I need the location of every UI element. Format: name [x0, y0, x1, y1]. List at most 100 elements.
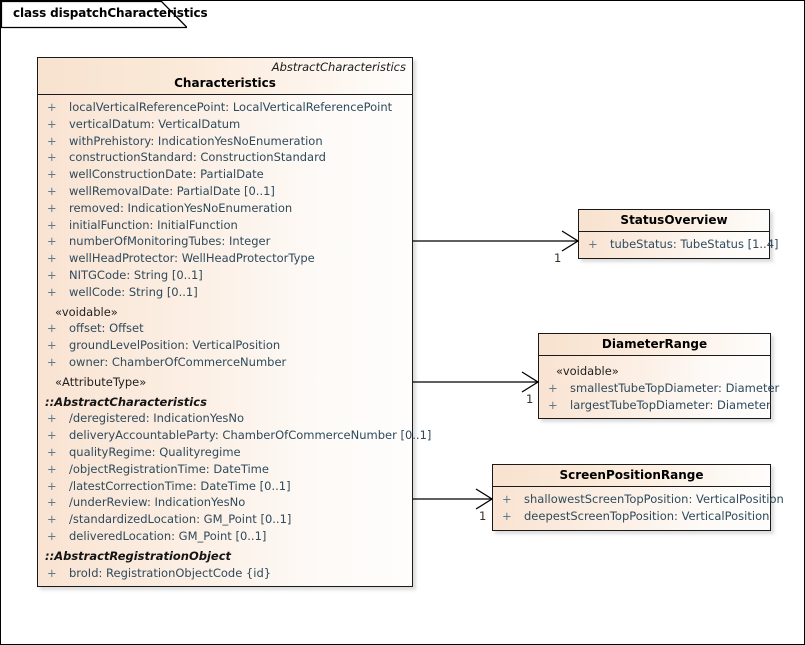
- inherited-section-row: ::AbstractRegistrationObject: [45, 548, 232, 563]
- class-characteristics[interactable]: AbstractCharacteristics Characteristics …: [37, 57, 431, 588]
- attribute-signature: initialFunction: InitialFunction: [69, 217, 238, 232]
- attribute-visibility: +: [47, 150, 57, 165]
- attribute-visibility: +: [47, 528, 57, 543]
- class-diameterrange[interactable]: DiameterRange «voidable» +smallestTubeTop…: [538, 333, 779, 420]
- class-screenpositionrange-header: ScreenPositionRange: [493, 465, 770, 487]
- attribute-visibility: +: [548, 380, 558, 395]
- attribute-row[interactable]: + deepestScreenTopPosition: VerticalPosit…: [493, 508, 770, 525]
- class-characteristics-attributes: + localVerticalReferencePoint: LocalVerti…: [38, 95, 431, 586]
- attribute-signature: numberOfMonitoringTubes: Integer: [69, 234, 271, 249]
- class-diameterrange-attributes: «voidable» +smallestTubeTopDiameter: Diam…: [539, 356, 779, 418]
- attribute-signature: deliveredLocation: GM_Point [0..1]: [69, 528, 267, 543]
- connector-characteristics-to-screenpositionrange: [413, 488, 494, 510]
- attribute-visibility: +: [47, 512, 57, 527]
- attribute-signature: offset: Offset: [69, 321, 144, 336]
- attribute-row[interactable]: +removed: IndicationYesNoEnumeration: [38, 200, 412, 217]
- connector-characteristics-to-diameterrange: [413, 371, 540, 393]
- attribute-row[interactable]: +verticalDatum: VerticalDatum: [38, 116, 412, 133]
- attribute-row[interactable]: +groundLevelPosition: VerticalPosition: [38, 337, 412, 354]
- attribute-row[interactable]: +tubeStatus: TubeStatus [1..4]: [579, 236, 779, 253]
- class-characteristics-header: AbstractCharacteristics Characteristics: [38, 58, 412, 95]
- attribute-row[interactable]: + initialFunction: InitialFunction: [38, 217, 412, 234]
- class-diameterrange-header: DiameterRange: [539, 334, 770, 356]
- stereotype-row: «voidable»: [556, 364, 619, 378]
- attribute-row[interactable]: +owner: ChamberOfCommerceNumber: [38, 354, 412, 371]
- attribute-row[interactable]: + /objectRegistrationTime: DateTime: [38, 461, 412, 478]
- attribute-row[interactable]: + qualityRegime: Qualityregime: [38, 444, 412, 461]
- attribute-row[interactable]: +deliveryAccountableParty: ChamberOfComm…: [38, 427, 431, 444]
- attribute-row[interactable]: + deliveredLocation: GM_Point [0..1]: [38, 528, 412, 545]
- attribute-row[interactable]: + NITGCode: String [0..1]: [38, 267, 412, 284]
- attribute-row[interactable]: + wellHeadProtector: WellHeadProtectorTyp…: [38, 250, 412, 267]
- attribute-visibility: +: [47, 251, 57, 266]
- attribute-row[interactable]: + /deregistered: IndicationYesNo: [38, 410, 412, 427]
- attribute-visibility: +: [47, 565, 57, 580]
- attribute-signature: /underReview: IndicationYesNo: [69, 495, 246, 510]
- attribute-row[interactable]: +/underReview: IndicationYesNo: [38, 494, 412, 511]
- attribute-row[interactable]: + /standardizedLocation: GM_Point [0..1]: [38, 511, 412, 528]
- attribute-visibility: +: [47, 321, 57, 336]
- attribute-signature: broId: RegistrationObjectCode {id}: [69, 565, 272, 580]
- stereotype-row: «AttributeType»: [55, 374, 147, 389]
- attribute-signature: removed: IndicationYesNoEnumeration: [69, 200, 293, 215]
- class-screenpositionrange[interactable]: ScreenPositionRange + shallowestScreenTop…: [492, 464, 784, 531]
- attribute-row[interactable]: + constructionStandard: ConstructionStand…: [38, 149, 412, 166]
- attribute-row[interactable]: + broId: RegistrationObjectCode {id}: [38, 565, 412, 582]
- attribute-row[interactable]: +smallestTubeTopDiameter: Diameter: [539, 380, 779, 397]
- connector-characteristics-to-statusoverview: [413, 230, 580, 252]
- attribute-visibility: +: [47, 444, 57, 459]
- class-statusoverview[interactable]: StatusOverview +tubeStatus: TubeStatus […: [578, 209, 779, 259]
- attribute-signature: wellConstructionDate: PartialDate: [69, 167, 264, 182]
- attribute-signature: shallowestScreenTopPosition: VerticalPos…: [524, 492, 784, 506]
- attribute-row[interactable]: +/latestCorrectionTime: DateTime [0..1]: [38, 478, 412, 495]
- attribute-visibility: +: [47, 411, 57, 426]
- attribute-row[interactable]: +shallowestScreenTopPosition: VerticalPo…: [493, 491, 784, 508]
- inherited-section-row: ::AbstractCharacteristics: [45, 394, 207, 409]
- multiplicity-diameterrange: 1: [526, 392, 534, 406]
- attribute-signature: /objectRegistrationTime: DateTime: [69, 461, 269, 476]
- stereotype-row: «voidable»: [55, 304, 118, 319]
- attribute-signature: deliveryAccountableParty: ChamberOfComme…: [69, 428, 432, 443]
- diagram-title-tab: class dispatchCharacteristics: [1, 1, 208, 29]
- attribute-visibility: +: [47, 234, 57, 249]
- class-screenpositionrange-attributes: + shallowestScreenTopPosition: VerticalPo…: [493, 487, 784, 530]
- attribute-visibility: +: [47, 267, 57, 282]
- attribute-visibility: +: [47, 284, 57, 299]
- attribute-row[interactable]: + offset: Offset: [38, 320, 412, 337]
- multiplicity-screenpositionrange: 1: [479, 509, 487, 523]
- attribute-signature: wellRemovalDate: PartialDate [0..1]: [69, 183, 275, 198]
- attribute-visibility: +: [548, 397, 558, 412]
- attribute-signature: wellHeadProtector: WellHeadProtectorType: [69, 251, 315, 266]
- attribute-row[interactable]: + numberOfMonitoringTubes: Integer: [38, 233, 412, 250]
- attribute-visibility: +: [588, 237, 598, 251]
- attribute-row[interactable]: + wellRemovalDate: PartialDate [0..1]: [38, 183, 412, 200]
- class-characteristics-qualifier: AbstractCharacteristics: [271, 60, 406, 74]
- class-screenpositionrange-name: ScreenPositionRange: [559, 468, 704, 482]
- attribute-row[interactable]: + wellConstructionDate: PartialDate: [38, 166, 412, 183]
- attribute-row[interactable]: +withPrehistory: IndicationYesNoEnumerat…: [38, 133, 412, 150]
- multiplicity-statusoverview: 1: [554, 251, 562, 265]
- attribute-signature: qualityRegime: Qualityregime: [69, 444, 241, 459]
- attribute-row[interactable]: +localVerticalReferencePoint: LocalVerti…: [38, 99, 412, 116]
- attribute-visibility: +: [502, 508, 512, 523]
- attribute-row[interactable]: +wellCode: String [0..1]: [38, 284, 412, 301]
- tab-shape: [1, 1, 187, 29]
- attribute-signature: NITGCode: String [0..1]: [69, 267, 203, 282]
- attribute-signature: deepestScreenTopPosition: VerticalPositi…: [524, 508, 770, 523]
- attribute-visibility: +: [47, 183, 57, 198]
- attribute-visibility: +: [47, 133, 57, 148]
- attribute-signature: groundLevelPosition: VerticalPosition: [69, 338, 281, 353]
- attribute-signature: verticalDatum: VerticalDatum: [69, 116, 241, 131]
- attribute-visibility: +: [47, 167, 57, 182]
- attribute-signature: constructionStandard: ConstructionStanda…: [69, 150, 326, 165]
- attribute-visibility: +: [47, 461, 57, 476]
- attribute-signature: /latestCorrectionTime: DateTime [0..1]: [69, 478, 291, 493]
- attribute-row[interactable]: +largestTubeTopDiameter: Diameter: [539, 397, 771, 414]
- attribute-visibility: +: [47, 217, 57, 232]
- attribute-signature: /deregistered: IndicationYesNo: [69, 411, 245, 426]
- class-characteristics-name: Characteristics: [174, 76, 276, 90]
- class-diameterrange-name: DiameterRange: [601, 337, 708, 351]
- attribute-signature: /standardizedLocation: GM_Point [0..1]: [69, 512, 292, 527]
- attribute-signature: localVerticalReferencePoint: LocalVertic…: [69, 100, 393, 114]
